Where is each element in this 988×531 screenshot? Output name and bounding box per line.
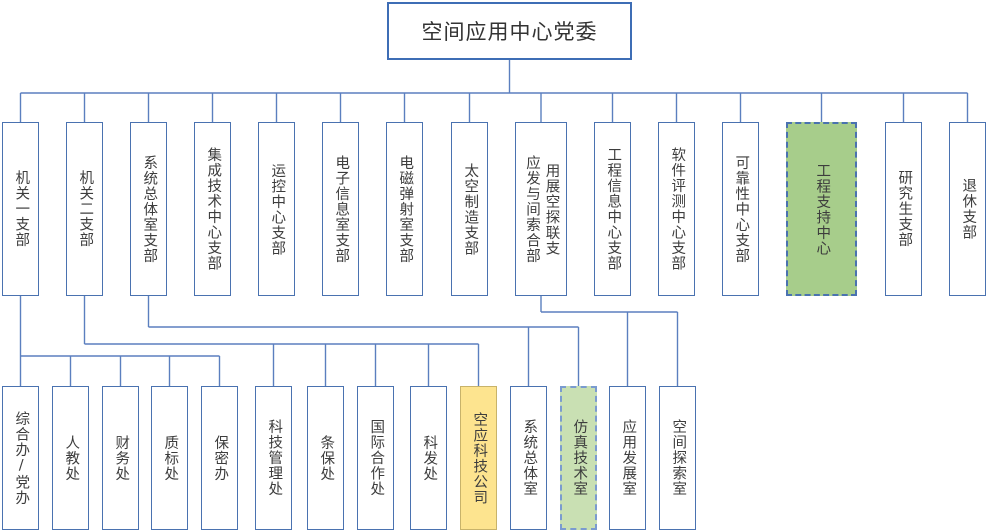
party-committee-root: 空间应用中心党委	[387, 2, 632, 60]
unit-u9-label: 科发处	[421, 434, 438, 482]
branch-b8: 太空制造支部	[451, 122, 488, 296]
unit-u5-label: 保密办	[212, 434, 229, 482]
unit-u10: 空应科技公司	[460, 386, 497, 530]
branch-b9-label-col-1: 应发与间索合部	[524, 154, 540, 264]
branch-b11: 软件评测中心支部	[658, 122, 695, 296]
branch-b10: 工程信息中心支部	[594, 122, 631, 296]
branch-b3: 系统总体室支部	[130, 122, 167, 296]
branch-b8-label: 太空制造支部	[462, 162, 479, 256]
branch-b11-label: 软件评测中心支部	[669, 147, 686, 271]
unit-u13: 应用发展室	[609, 386, 646, 530]
unit-u7-label: 条保处	[318, 434, 335, 482]
branch-b5-label: 运控中心支部	[269, 162, 286, 256]
branch-b6-label: 电子信息室支部	[333, 154, 350, 264]
unit-u6: 科技管理处	[255, 386, 292, 530]
branch-b13: 工程支持中心	[786, 122, 857, 296]
unit-u4-label: 质标处	[162, 434, 179, 482]
unit-u12-label: 仿真技术室	[571, 419, 588, 497]
branch-b9: 应发与间索合部用展空探联支	[515, 122, 567, 296]
branch-b4-label: 集成技术中心支部	[205, 147, 222, 271]
branch-b13-label: 工程支持中心	[814, 162, 831, 256]
unit-u12: 仿真技术室	[560, 386, 597, 530]
unit-u2-label: 人教处	[63, 434, 80, 482]
branch-b14: 研究生支部	[885, 122, 922, 296]
branch-b2: 机关二支部	[66, 122, 103, 296]
branch-b9-label: 应发与间索合部用展空探联支	[523, 155, 560, 264]
branch-b1: 机关一支部	[2, 122, 39, 296]
branch-b9-label-col-2: 用展空探联支	[543, 162, 560, 256]
unit-u8-label: 国际合作处	[368, 419, 385, 497]
unit-u4: 质标处	[151, 386, 188, 530]
branch-b15-label: 退休支部	[960, 178, 977, 240]
unit-u14-label: 空间探索室	[670, 419, 687, 497]
branch-b12-label: 可靠性中心支部	[733, 154, 750, 264]
unit-u3-label: 财务处	[113, 434, 130, 482]
branch-b2-label: 机关二支部	[77, 170, 94, 248]
unit-u9: 科发处	[410, 386, 447, 530]
unit-u2: 人教处	[52, 386, 89, 530]
branch-b15: 退休支部	[949, 122, 986, 296]
unit-u7: 条保处	[307, 386, 344, 530]
unit-u14: 空间探索室	[659, 386, 696, 530]
branch-b1-label: 机关一支部	[13, 170, 30, 248]
branch-b7: 电磁弹射室支部	[386, 122, 423, 296]
unit-u10-label: 空应科技公司	[471, 411, 488, 505]
unit-u8: 国际合作处	[357, 386, 394, 530]
unit-u5: 保密办	[201, 386, 238, 530]
unit-u11: 系统总体室	[510, 386, 547, 530]
branch-b5: 运控中心支部	[258, 122, 295, 296]
unit-u11-label: 系统总体室	[521, 419, 538, 497]
branch-b3-label: 系统总体室支部	[141, 154, 158, 264]
unit-u3: 财务处	[102, 386, 139, 530]
branch-b6: 电子信息室支部	[322, 122, 359, 296]
party-committee-root-label: 空间应用中心党委	[421, 20, 598, 44]
unit-u1: 综合办/党办	[2, 386, 39, 530]
branch-b7-label: 电磁弹射室支部	[397, 154, 414, 264]
unit-u13-label: 应用发展室	[620, 419, 637, 497]
branch-b12: 可靠性中心支部	[722, 122, 759, 296]
branch-b10-label: 工程信息中心支部	[605, 147, 622, 271]
unit-u1-label: 综合办/党办	[13, 410, 30, 506]
branch-b14-label: 研究生支部	[896, 170, 913, 248]
branch-b4: 集成技术中心支部	[194, 122, 231, 296]
unit-u6-label: 科技管理处	[266, 419, 283, 497]
